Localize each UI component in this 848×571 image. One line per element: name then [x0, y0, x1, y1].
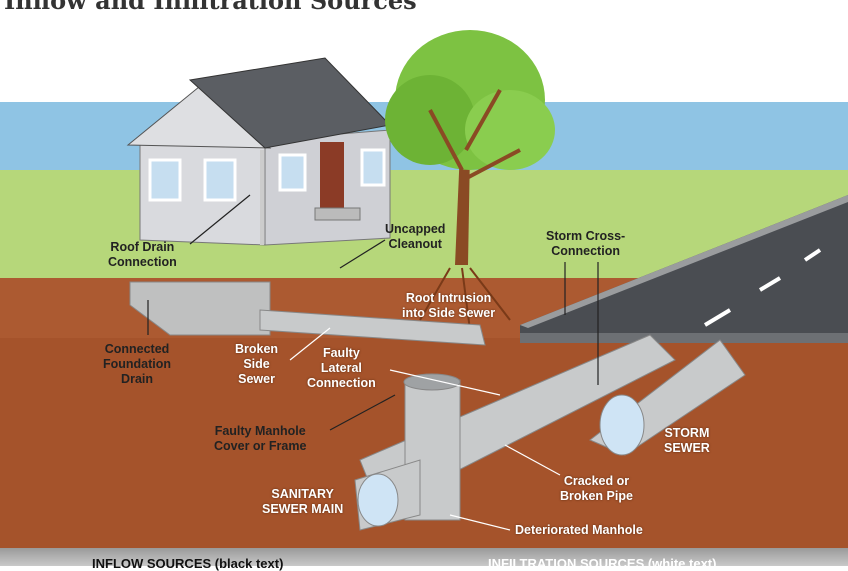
legend-inflow: INFLOW SOURCES (black text) [92, 556, 284, 571]
label-uncapped-cleanout: Uncapped Cleanout [385, 222, 446, 251]
label-root-intrusion: Root Intrusion into Side Sewer [402, 291, 496, 320]
page-title: Inflow and Infiltration Sources [4, 0, 417, 15]
label-faulty-manhole-cover: Faulty Manhole Cover or Frame [214, 424, 307, 453]
label-faulty-lateral-connection: Faulty Lateral Connection [307, 346, 376, 390]
label-deteriorated-manhole: Deteriorated Manhole [515, 523, 643, 537]
legend-infiltration: INFILTRATION SOURCES (white text) [488, 556, 717, 571]
pipes [259, 309, 746, 531]
label-roof-drain: Roof Drain Connection [108, 240, 177, 269]
label-storm-cross-connection: Storm Cross- Connection [546, 229, 626, 258]
foundation [129, 281, 271, 336]
label-connected-foundation-drain: Connected Foundation Drain [103, 342, 172, 386]
house [126, 57, 392, 246]
tree [385, 30, 555, 331]
label-broken-side-sewer: Broken Side Sewer [235, 342, 279, 386]
legend-bar [0, 548, 848, 566]
label-cracked-pipe: Cracked or Broken Pipe [560, 474, 633, 503]
label-storm-sewer: STORM SEWER [664, 426, 710, 455]
label-sanitary-sewer-main: SANITARY SEWER MAIN [262, 487, 344, 516]
